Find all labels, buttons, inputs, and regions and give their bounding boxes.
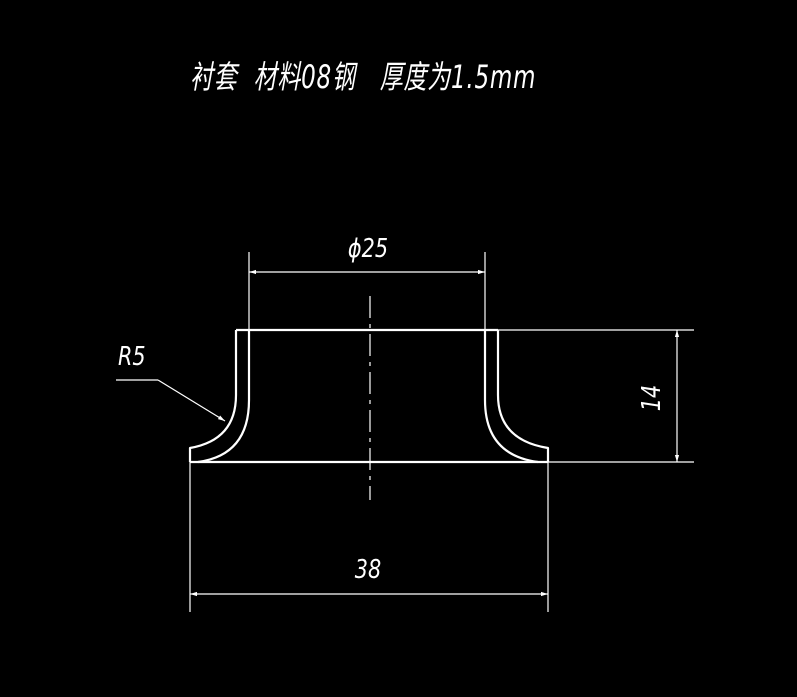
- height-label: 14: [636, 385, 667, 411]
- right-outer-wall: [496, 330, 550, 462]
- part-outline: [188, 328, 550, 464]
- radius-label: R5: [118, 341, 146, 372]
- radius-leader: [116, 379, 226, 422]
- height-dimension: [498, 329, 694, 463]
- diameter-label: ϕ25: [348, 233, 388, 264]
- radius-leader-line: [157, 379, 226, 422]
- diameter-dimension: [248, 252, 486, 330]
- drawing-title: 衬套 材料08钢 厚度为1.5mm: [190, 58, 537, 96]
- left-inner-wall: [197, 330, 251, 464]
- left-outer-wall: [188, 330, 238, 462]
- width-dimension: [189, 462, 549, 612]
- right-inner-wall: [483, 330, 539, 464]
- width-label: 38: [355, 554, 381, 585]
